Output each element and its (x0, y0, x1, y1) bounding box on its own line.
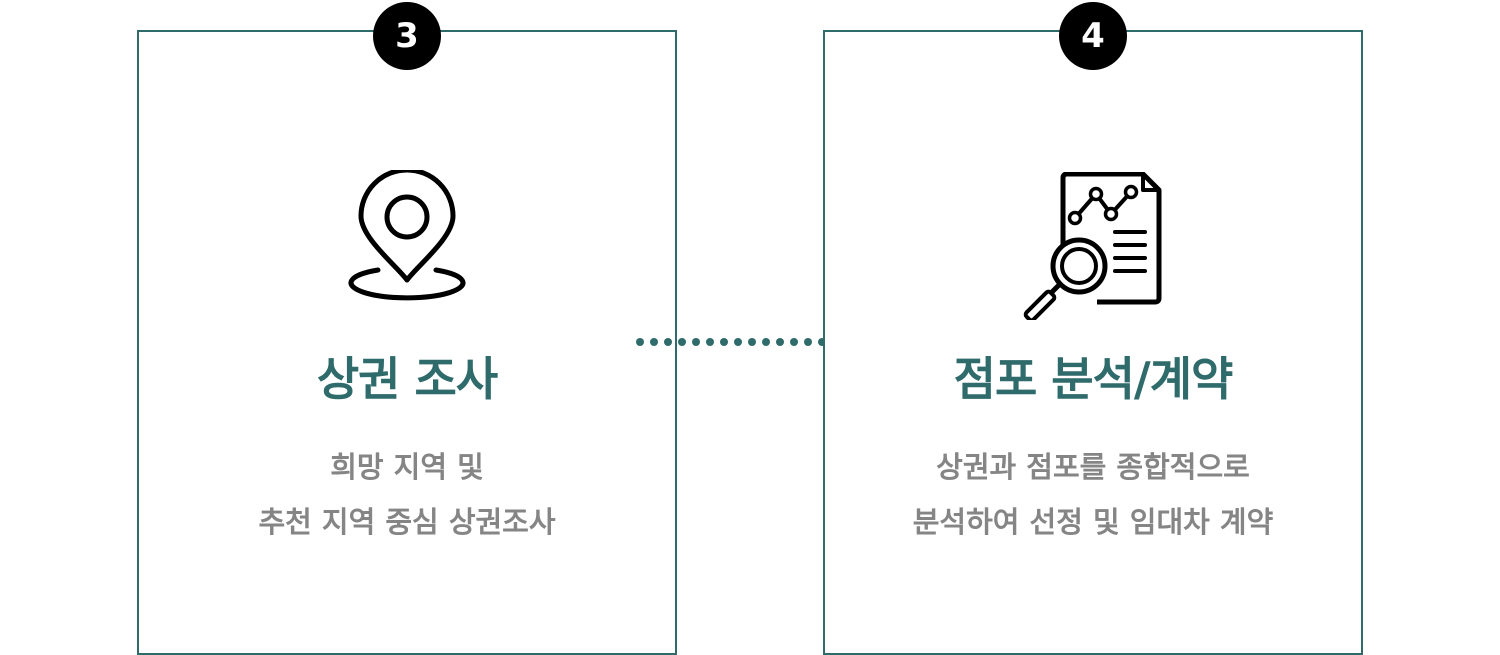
step-title: 상권 조사 (316, 352, 498, 406)
step-card-3: 3 상권 조사 희망 지역 및 추천 지역 중심 상권조사 (137, 2, 677, 655)
arrow-dots (636, 338, 826, 346)
step-description: 희망 지역 및 추천 지역 중심 상권조사 (139, 440, 675, 550)
step-title: 점포 분석/계약 (953, 352, 1234, 406)
step-description-line: 상권과 점포를 종합적으로 (936, 450, 1250, 484)
step-card-4: 4 점포 분석/계약 상권과 점포를 종합적으로 분석하여 선정 및 임대차 계… (823, 2, 1363, 655)
step-description-line: 분석하여 선정 및 임대차 계약 (912, 505, 1274, 539)
step-description: 상권과 점포를 종합적으로 분석하여 선정 및 임대차 계약 (825, 440, 1361, 550)
location-pin-icon (348, 170, 466, 301)
step-description-line: 희망 지역 및 (330, 450, 484, 484)
step-description-line: 추천 지역 중심 상권조사 (258, 505, 556, 539)
step-number-badge: 4 (1059, 2, 1127, 70)
step-number-badge: 3 (373, 2, 441, 70)
document-analysis-icon (1023, 172, 1162, 320)
